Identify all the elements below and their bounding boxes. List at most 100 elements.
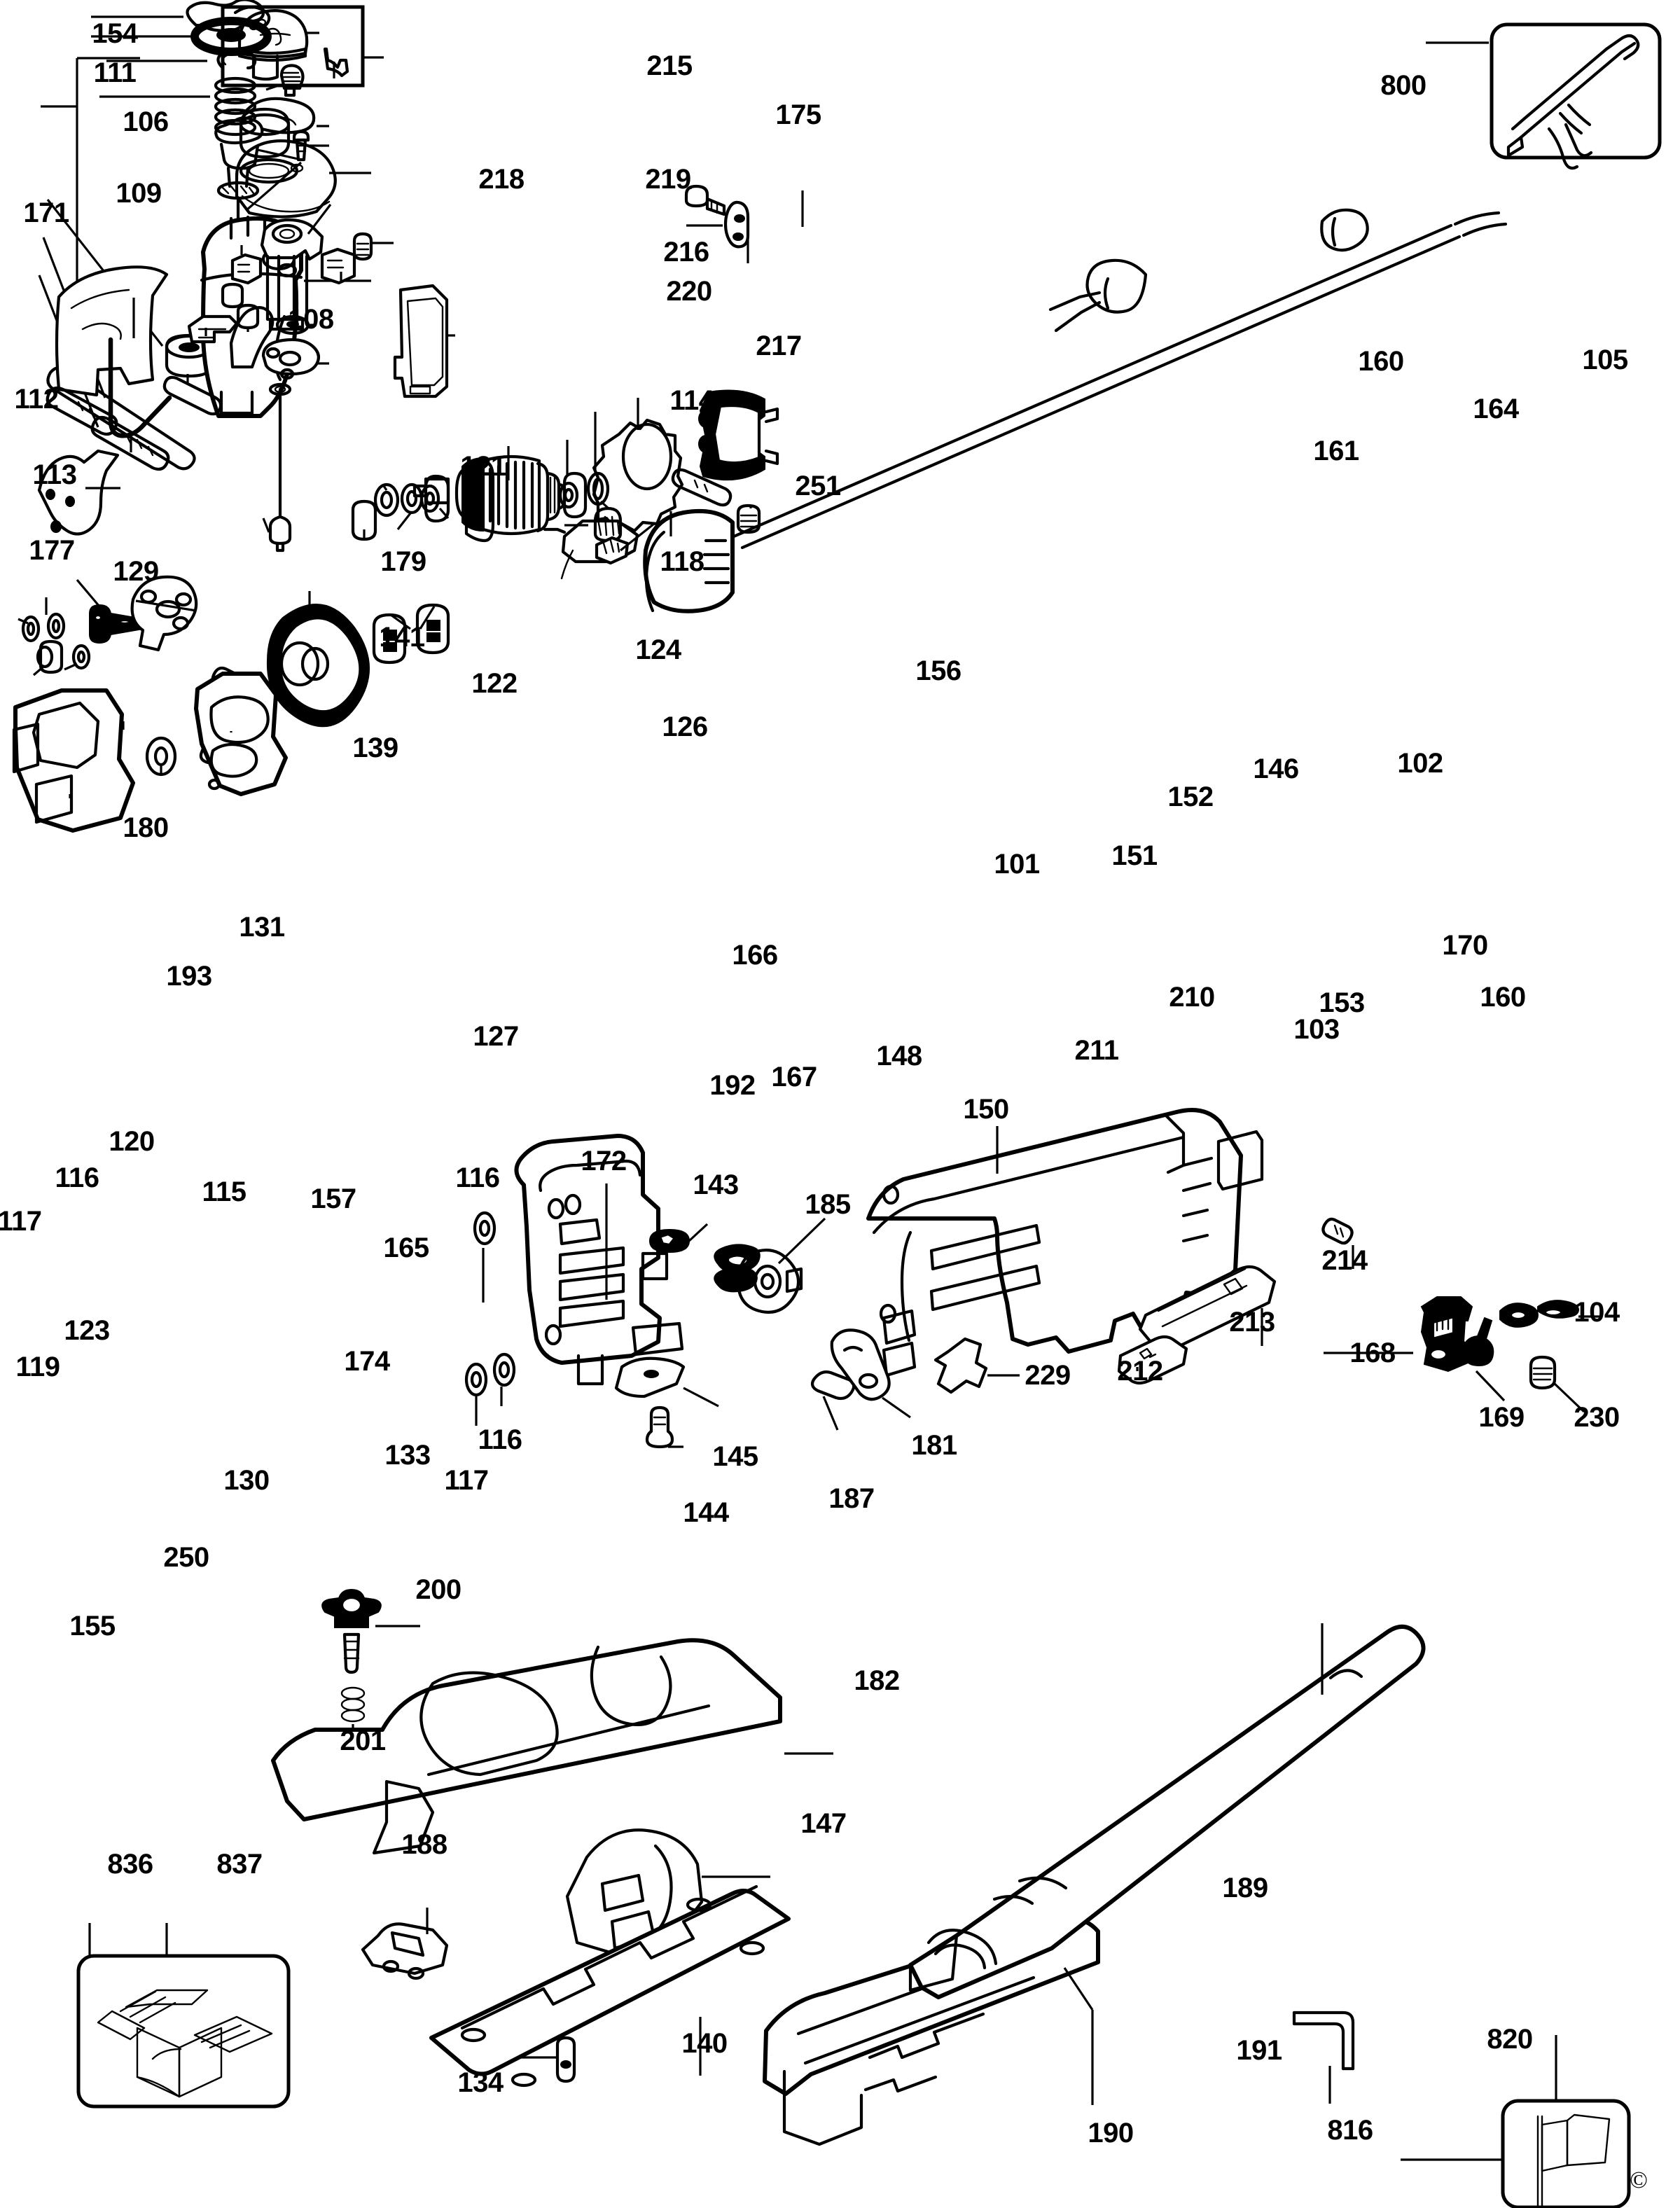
callout-160-cord: 160 [1358, 346, 1404, 377]
part-156-gasket [393, 284, 455, 398]
part-191-hex-key [1292, 2011, 1355, 2104]
callout-118-plunger-guide: 118 [660, 546, 704, 577]
part-127-plunger [262, 382, 292, 553]
callout-179-gear-housing: 179 [380, 546, 426, 577]
part-180-screw [46, 386, 118, 436]
callout-180-gear-housing: 180 [123, 812, 169, 843]
callout-145-gearcase: 145 [712, 1441, 758, 1472]
part-160-screw-cord [684, 184, 726, 216]
callout-134-shoe: 134 [457, 2067, 504, 2098]
callout-166-bearings: 166 [732, 940, 778, 971]
part-116-washer-a [45, 597, 66, 640]
callout-144-gearcase: 144 [683, 1497, 729, 1528]
callout-113-spindle: 113 [32, 459, 77, 490]
part-116-washer-b [473, 1211, 497, 1303]
callout-116-gearbox: 116 [55, 1162, 99, 1193]
part-251-screw [352, 232, 394, 261]
part-212-clip [1117, 1335, 1188, 1385]
copyright-mark: © [1630, 2167, 1648, 2193]
callout-126-plunger-guide: 126 [662, 711, 708, 742]
part-117-washer-a [18, 615, 41, 643]
part-219-lever [323, 47, 349, 78]
callout-191-accessory-wrench: 191 [1236, 2035, 1282, 2066]
part-139-pin [162, 374, 223, 416]
part-118-bracket [320, 247, 356, 285]
callout-114-plunger-guide: 114 [669, 385, 714, 416]
callout-101-armature: 101 [994, 849, 1040, 880]
part-192-bushing [351, 499, 377, 541]
part-166-washer [373, 482, 400, 518]
part-229-clip [933, 1337, 1020, 1394]
callout-836-accessory-case: 836 [107, 1849, 153, 1880]
callout-172-gearcase: 172 [581, 1146, 627, 1176]
callout-153-end-cap: 153 [1319, 987, 1365, 1018]
callout-104-brush: 104 [1574, 1297, 1620, 1328]
part-144-screw [645, 1405, 683, 1449]
part-143-nut [648, 1223, 709, 1254]
callout-131-gear-housing: 131 [239, 912, 285, 943]
callout-120-gearbox: 120 [109, 1126, 155, 1157]
callout-215-dust-blower: 215 [646, 50, 693, 81]
part-155-housing [12, 688, 135, 833]
part-116-washer-c [492, 1352, 516, 1406]
part-129-cover [55, 265, 169, 397]
part-146-baffle [592, 398, 684, 533]
kit-816-box [1401, 2035, 1631, 2208]
callout-190-shoe: 190 [1088, 2118, 1134, 2148]
callout-119-gearbox: 119 [15, 1352, 60, 1382]
callout-230-brush: 230 [1574, 1402, 1620, 1433]
part-120-screw [76, 578, 151, 644]
part-167-washer [396, 482, 424, 530]
callout-216-dust-cover: 216 [663, 237, 709, 268]
callout-170-field: 170 [1442, 930, 1488, 961]
part-150-motor-housing [866, 1108, 1264, 1377]
part-181-lever [830, 1328, 911, 1419]
callout-155-gearbox: 155 [69, 1611, 116, 1641]
callout-109-top-left-column: 109 [116, 178, 162, 209]
part-115-eccentric [130, 575, 198, 652]
part-193-lever [37, 449, 120, 536]
callout-146-field: 146 [1253, 754, 1299, 784]
part-216-fan-cover [239, 97, 329, 159]
callout-129-gear-housing: 129 [113, 556, 159, 587]
callout-157-gearbox: 157 [310, 1183, 356, 1214]
kit-800-box [1426, 22, 1662, 170]
callout-102-field: 102 [1397, 748, 1443, 779]
callout-160-end-cap: 160 [1480, 982, 1526, 1013]
callout-213-motor-housing: 213 [1229, 1307, 1275, 1338]
part-151-bearing [558, 440, 588, 519]
part-168-brush-holder [1324, 1296, 1473, 1373]
callout-251-plunger-guide: 251 [795, 471, 841, 501]
callout-218-dust-blower: 218 [478, 164, 525, 195]
part-124-washer [275, 314, 317, 335]
callout-837-accessory-case: 837 [216, 1849, 263, 1880]
callout-219-dust-blower: 219 [645, 164, 691, 195]
callout-116-gearcase: 116 [478, 1424, 522, 1455]
part-217-gear-cover [235, 139, 371, 218]
callout-116-gearcase: 116 [455, 1162, 500, 1193]
callout-201-shoe: 201 [340, 1726, 386, 1756]
callout-124-plunger-guide: 124 [635, 634, 681, 665]
callout-156-gasket: 156 [915, 655, 962, 686]
bracket-171 [41, 57, 140, 294]
callout-150-motor-housing: 150 [963, 1094, 1009, 1125]
callout-816-accessory-flag: 816 [1327, 2115, 1373, 2146]
callout-250-gearbox: 250 [163, 1542, 209, 1573]
callout-148-bearings: 148 [876, 1041, 922, 1071]
callout-168-brush: 168 [1349, 1338, 1396, 1368]
part-200-knob [321, 1588, 420, 1674]
callout-181-gearcase: 181 [911, 1430, 957, 1461]
callout-105-cord: 105 [1582, 345, 1628, 375]
callout-185-gearcase: 185 [805, 1189, 851, 1220]
callout-220-dust-cover: 220 [666, 276, 712, 307]
callout-111-top-left-column: 111 [93, 57, 137, 88]
callout-140-shoe: 140 [681, 2028, 728, 2059]
callout-211-switch: 211 [1074, 1035, 1119, 1066]
part-213-baffle [1138, 1265, 1277, 1352]
callout-229-gearcase: 229 [1025, 1360, 1071, 1391]
part-188-clip [361, 1908, 449, 1980]
part-119-bushing [32, 639, 64, 676]
part-104-terminals [1499, 1300, 1601, 1328]
part-218-button [265, 64, 305, 97]
callout-122-plunger-guide: 122 [471, 668, 518, 699]
